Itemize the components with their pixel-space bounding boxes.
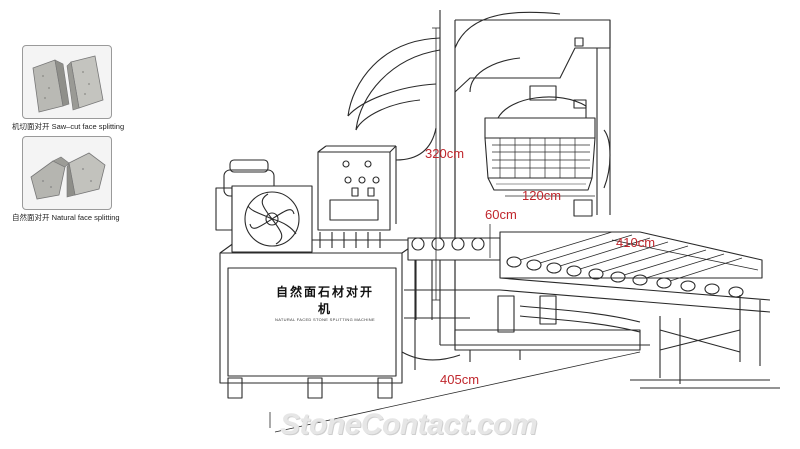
blade-width-dimension-label: 120cm [522, 188, 562, 203]
saw-cut-stone-sample-icon [32, 55, 104, 113]
machine-name-plate: 自然面石材对开机 NATURAL FACED STONE SPLITTING M… [270, 283, 380, 322]
opening-dimension-label: 60cm [485, 207, 517, 222]
machine-name-cn: 自然面石材对开机 [275, 285, 374, 316]
machine-name-en: NATURAL FACED STONE SPLITTING MACHINE [275, 317, 375, 322]
saw-cut-caption: 机切面对开 Saw–cut face splitting [12, 122, 125, 131]
roller-length-dimension-label: 410cm [616, 235, 656, 250]
height-dimension-label: 320cm [425, 146, 465, 161]
watermark: StoneContact.com [280, 408, 538, 441]
natural-face-sample-image [22, 136, 112, 210]
saw-cut-sample-image [22, 45, 112, 119]
base-length-dimension-label: 405cm [440, 372, 480, 387]
natural-face-stone-sample-icon [30, 152, 106, 200]
natural-face-caption: 自然面对开 Natural face splitting [12, 213, 120, 222]
